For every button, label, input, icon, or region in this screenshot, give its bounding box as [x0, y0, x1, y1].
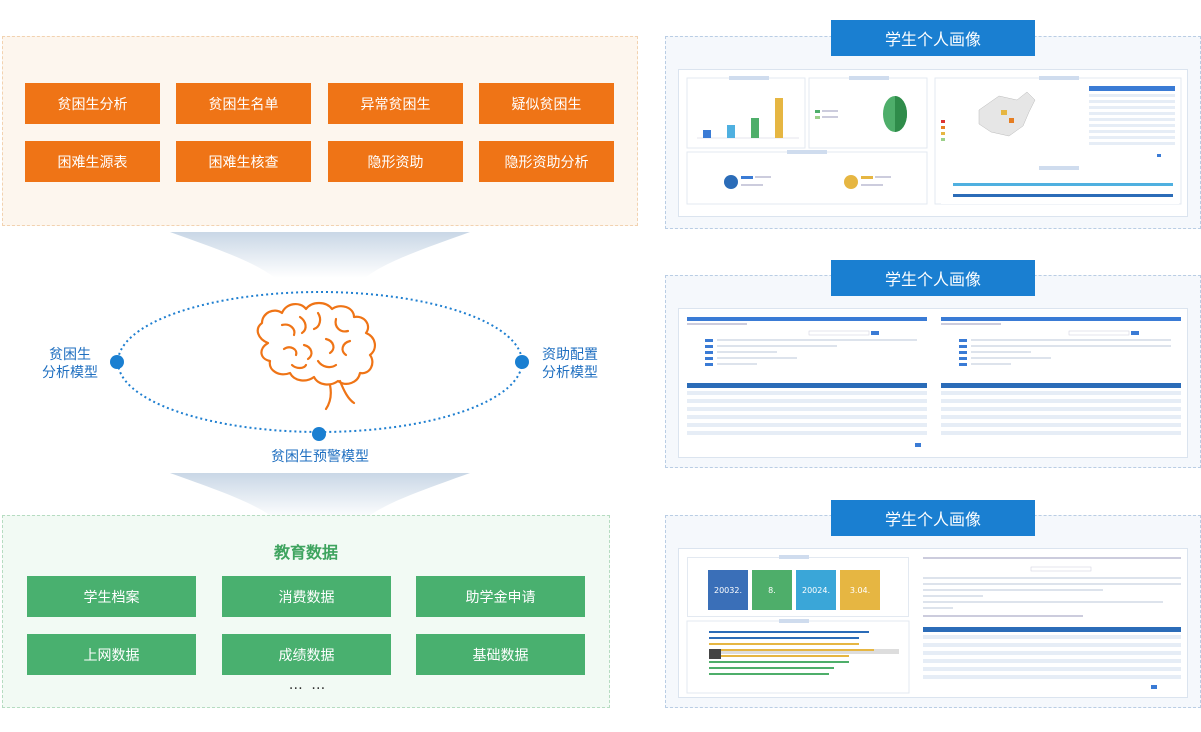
right-label-line1: 资助配置	[542, 347, 598, 363]
kpi-card-1: 20032.	[708, 570, 748, 610]
screenshot-title-3: 学生个人画像	[831, 500, 1035, 536]
hardship-verify-button[interactable]: 困难生核查	[176, 141, 311, 182]
screenshot-title-2: 学生个人画像	[831, 260, 1035, 296]
abnormal-poverty-button[interactable]: 异常贫困生	[328, 83, 463, 124]
consumption-data-button[interactable]: 消费数据	[222, 576, 391, 617]
education-data-title: 教育数据	[273, 543, 338, 562]
screenshot-frame-2	[665, 275, 1201, 468]
bottom-node	[312, 427, 326, 441]
grade-data-button[interactable]: 成绩数据	[222, 634, 391, 675]
internet-data-button[interactable]: 上网数据	[27, 634, 196, 675]
left-node	[110, 355, 124, 369]
screenshot-frame-1	[665, 36, 1201, 229]
poverty-list-button[interactable]: 贫困生名单	[176, 83, 311, 124]
table-preview-2	[678, 308, 1188, 458]
poverty-warning-model-label: 贫困生预警模型	[271, 449, 369, 465]
hardship-source-button[interactable]: 困难生源表	[25, 141, 160, 182]
kpi-card-2: 8.	[752, 570, 792, 610]
kpi-card-3: 20024.	[796, 570, 836, 610]
poverty-analysis-button[interactable]: 贫困生分析	[25, 83, 160, 124]
right-label-line2: 分析模型	[542, 365, 598, 381]
model-diagram	[0, 285, 640, 475]
funnel-bottom	[170, 473, 470, 519]
profile-preview-3: 20032. 8. 20024. 3.04.	[678, 548, 1188, 698]
poverty-analysis-model-label: 贫困生 分析模型	[40, 346, 100, 382]
right-node	[515, 355, 529, 369]
left-label-line2: 分析模型	[42, 365, 98, 381]
more-ellipsis: … …	[288, 677, 328, 693]
suspected-poverty-button[interactable]: 疑似贫困生	[479, 83, 614, 124]
aid-config-model-label: 资助配置 分析模型	[539, 346, 601, 382]
screenshot-frame-3: 20032. 8. 20024. 3.04.	[665, 515, 1201, 708]
grant-application-button[interactable]: 助学金申请	[416, 576, 585, 617]
screenshot-title-1: 学生个人画像	[831, 20, 1035, 56]
basic-data-button[interactable]: 基础数据	[416, 634, 585, 675]
hidden-aid-button[interactable]: 隐形资助	[328, 141, 463, 182]
student-profile-button[interactable]: 学生档案	[27, 576, 196, 617]
poverty-analysis-panel	[2, 36, 638, 226]
brain-icon	[256, 301, 376, 411]
left-label-line1: 贫困生	[49, 347, 91, 363]
dashboard-preview-1	[678, 69, 1188, 217]
kpi-card-4: 3.04.	[840, 570, 880, 610]
kpi-panel: 20032. 8. 20024. 3.04.	[687, 557, 909, 617]
funnel-top	[170, 232, 470, 278]
hidden-aid-analysis-button[interactable]: 隐形资助分析	[479, 141, 614, 182]
